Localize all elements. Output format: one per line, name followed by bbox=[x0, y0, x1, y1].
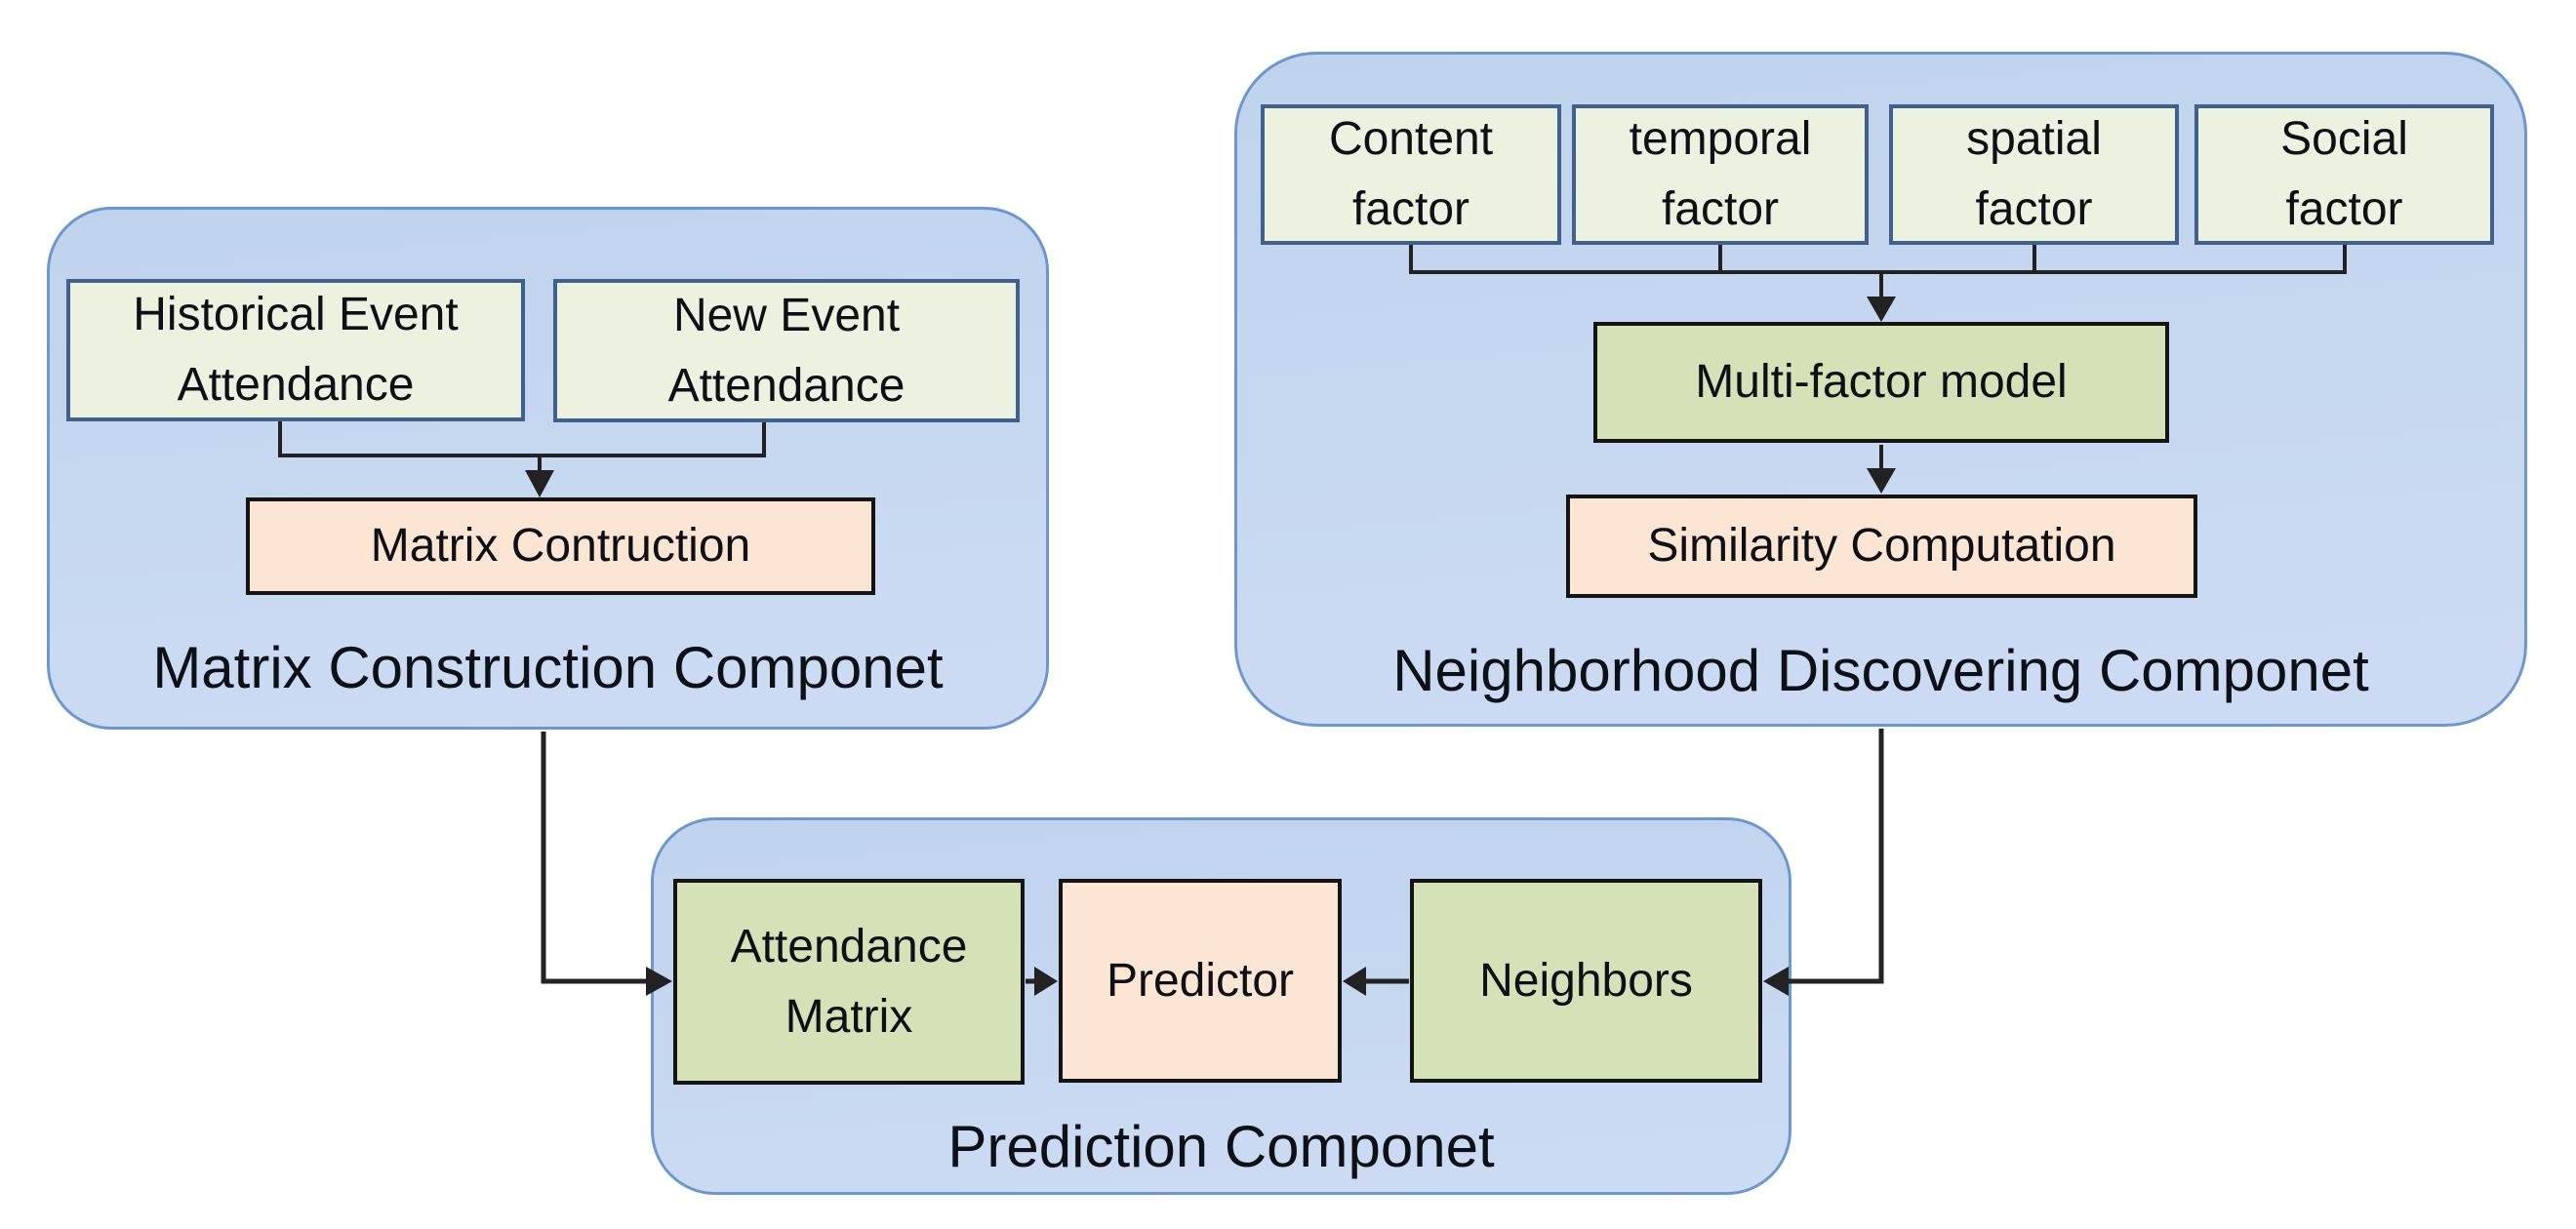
matrix-construction-component-title: Matrix Construction Componet bbox=[152, 635, 944, 700]
temporal-factor-box: temporal factor bbox=[1572, 104, 1869, 245]
content-factor-box: Content factor bbox=[1261, 104, 1561, 245]
neighbors-box: Neighbors bbox=[1410, 879, 1762, 1083]
new-event-attendance-box: New Event Attendance bbox=[553, 279, 1020, 422]
matrix-contruction-box: Matrix Contruction bbox=[246, 497, 875, 595]
multi-factor-model-box: Multi-factor model bbox=[1593, 322, 2169, 443]
attendance-matrix-box: Attendance Matrix bbox=[673, 879, 1025, 1085]
spatial-factor-box: spatial factor bbox=[1889, 104, 2179, 245]
similarity-computation-box: Similarity Computation bbox=[1566, 495, 2197, 598]
neighborhood-discovering-component-title: Neighborhood Discovering Componet bbox=[1392, 638, 2369, 703]
social-factor-box: Social factor bbox=[2194, 104, 2494, 245]
prediction-component-title: Prediction Componet bbox=[947, 1114, 1495, 1179]
predictor-box: Predictor bbox=[1059, 879, 1342, 1083]
historical-event-attendance-box: Historical Event Attendance bbox=[66, 279, 525, 421]
